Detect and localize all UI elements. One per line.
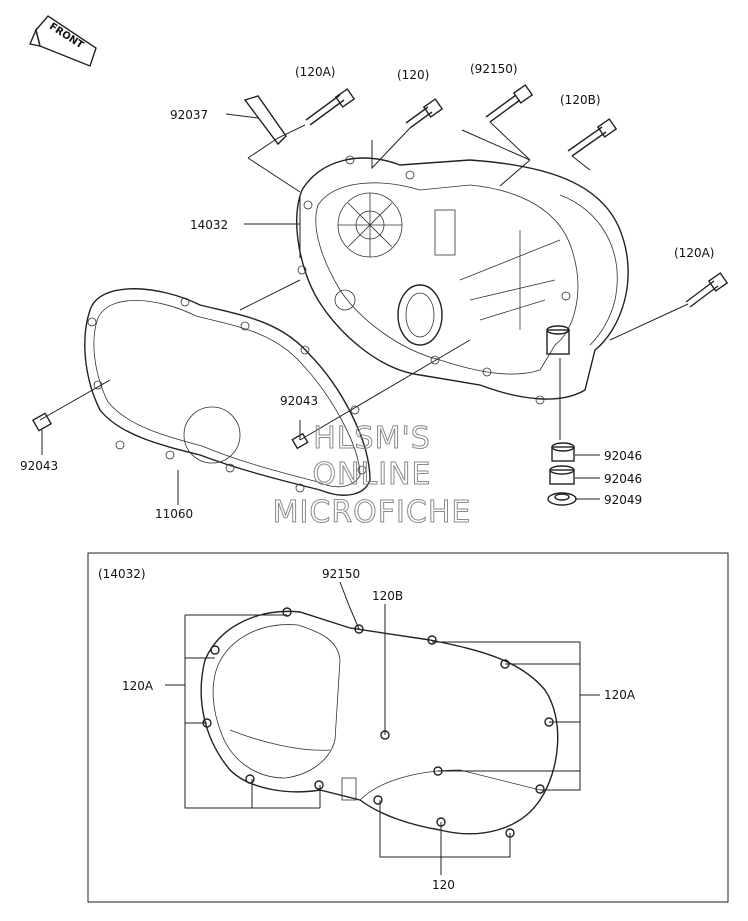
- watermark-line-1: HLSM'S: [313, 421, 431, 456]
- watermark-line-2: ONLINE: [312, 457, 431, 492]
- watermark-line-3: MICROFICHE: [273, 495, 472, 530]
- front-arrow-icon: FRONT: [29, 15, 97, 67]
- clamp-92037-icon: [243, 95, 287, 146]
- label-92046-a: 92046: [604, 449, 642, 463]
- bolt-120-top-icon: [405, 98, 444, 129]
- label-120A-right: (120A): [674, 246, 714, 260]
- label-120A-top: (120A): [295, 65, 335, 79]
- bolt-120A-top-icon: [305, 88, 356, 126]
- bolt-120A-right-icon: [685, 272, 729, 308]
- label-92043-mid: 92043: [280, 394, 318, 408]
- inset-label-120A-left: 120A: [122, 679, 154, 693]
- bearing-92046-a-icon: [551, 442, 575, 462]
- label-120B-top: (120B): [560, 93, 601, 107]
- watermark: HLSM'S ONLINE MICROFICHE: [272, 421, 472, 531]
- bearing-92046-b-icon: [549, 465, 575, 485]
- dowel-pin-92043-mid-icon: [291, 432, 309, 450]
- inset-label-120A-right: 120A: [604, 688, 636, 702]
- dowel-pin-92043-left-icon: [31, 412, 53, 432]
- label-120-top: (120): [397, 68, 429, 82]
- label-92037: 92037: [170, 108, 208, 122]
- label-92046-b: 92046: [604, 472, 642, 486]
- label-92043-left: 92043: [20, 459, 58, 473]
- seal-stack: [546, 325, 570, 355]
- inset-title: (14032): [98, 567, 146, 581]
- label-14032: 14032: [190, 218, 228, 232]
- inset-panel: (14032) 92150 120B 120A 120A 120: [87, 552, 729, 903]
- label-11060: 11060: [155, 507, 193, 521]
- inset-label-92150: 92150: [322, 567, 360, 581]
- inset-label-120B: 120B: [372, 589, 403, 603]
- bolt-92150-top-icon: [485, 84, 534, 123]
- gasket-11060: [84, 288, 371, 496]
- leader-lines: [39, 113, 689, 505]
- bolt-120B-top-icon: [567, 118, 618, 157]
- clutch-cover-14032: [296, 155, 629, 405]
- inset-label-120: 120: [432, 878, 455, 892]
- label-92150-top: (92150): [470, 62, 518, 76]
- label-92049: 92049: [604, 493, 642, 507]
- seal-92049-icon: [547, 492, 577, 506]
